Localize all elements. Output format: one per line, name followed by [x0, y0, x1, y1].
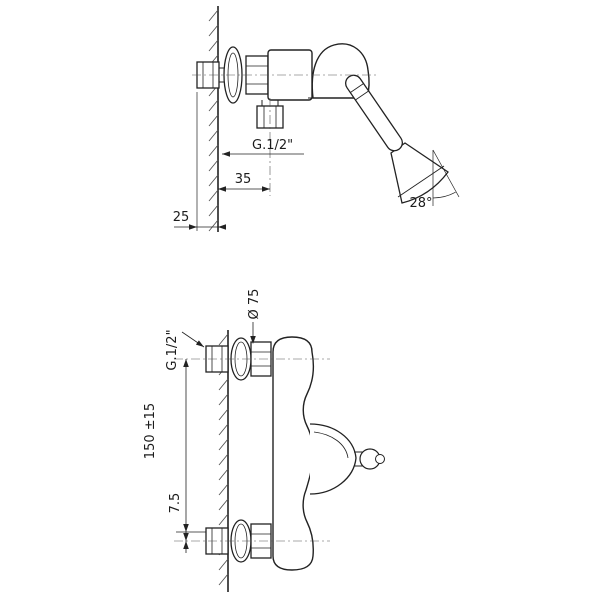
front-view-diameter-label: Ø 75 [247, 289, 262, 320]
arrow-icon [183, 359, 189, 367]
hex-bottom-facets [251, 533, 271, 549]
front-view: Ø 75 G.1/2" 150 ±15 7.5 [143, 289, 385, 592]
side-view-thread-label: G.1/2" [252, 138, 293, 153]
arrow-icon [262, 186, 270, 192]
wall-hatching [208, 9, 219, 232]
inlet-centerlines [174, 358, 330, 542]
shower-face-line [397, 165, 445, 198]
side-view-wall-dim: 25 [173, 210, 190, 225]
arrow-icon [195, 340, 204, 347]
arrow-icon [183, 524, 189, 532]
side-view: G.1/2" 35 25 28° [173, 6, 460, 232]
hex-facet-lines [246, 65, 268, 85]
elbow-stem [219, 67, 224, 83]
angle-axis-line [432, 149, 460, 198]
mixer-body-front [272, 336, 315, 571]
front-view-spacing-dim: 150 ±15 [143, 403, 158, 459]
front-view-arrowheads [183, 336, 256, 549]
handle-ring-lines [350, 83, 369, 101]
arrow-icon [222, 151, 230, 157]
hand-shower-handle [345, 74, 403, 152]
arrow-icon [218, 186, 226, 192]
arrow-icon [183, 541, 189, 549]
angle-arc [432, 191, 456, 199]
side-view-angle-dim: 28° [409, 196, 432, 211]
outlet-facets [263, 106, 277, 128]
side-view-arrowheads [189, 151, 270, 230]
arrow-icon [218, 224, 226, 230]
holder-inner-line [313, 431, 349, 459]
arrow-icon [183, 533, 189, 541]
hex-top-facets [251, 351, 271, 367]
front-view-thread-label: G.1/2" [165, 329, 180, 370]
hand-shower-head [390, 142, 449, 204]
outlet-stem [261, 100, 279, 106]
arrow-icon [189, 224, 197, 230]
front-view-offset-dim: 7.5 [168, 493, 183, 514]
shower-holder-dome [309, 423, 357, 495]
arrow-icon [250, 336, 256, 344]
holder-knob-tip [375, 454, 385, 464]
side-view-depth-dim: 35 [235, 172, 252, 187]
